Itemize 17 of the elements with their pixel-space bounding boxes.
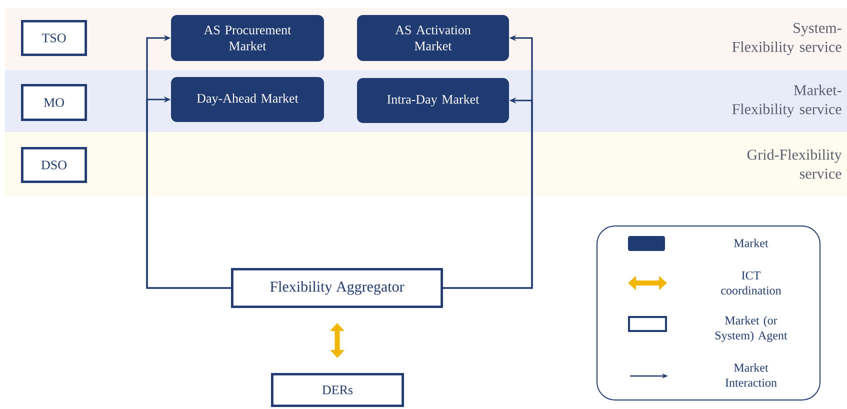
market-box: AS Procurement Market [171,15,324,61]
agent-box: MO [21,84,87,121]
legend-label: Market (or System) Agent [715,316,788,342]
agent-box: TSO [21,20,87,56]
legend-label: Market Interaction [725,363,777,387]
legend-label: Market [734,238,768,248]
market-box: AS Activation Market [357,15,509,61]
aggregator-box: Flexibility Aggregator [231,268,443,308]
service-label: System-Flexibility service [732,22,842,56]
connector-arrow [146,96,231,289]
agent-box: DSO [21,147,87,183]
legend-label: ICT coordination [721,271,782,295]
market-box: Intra-Day Market [357,78,509,123]
service-label: Grid-Flexibility service [747,149,842,179]
agent-box: DERs [271,373,404,407]
market-box: Day-Ahead Market [171,77,324,122]
service-label: Market-Flexibility service [732,84,842,118]
